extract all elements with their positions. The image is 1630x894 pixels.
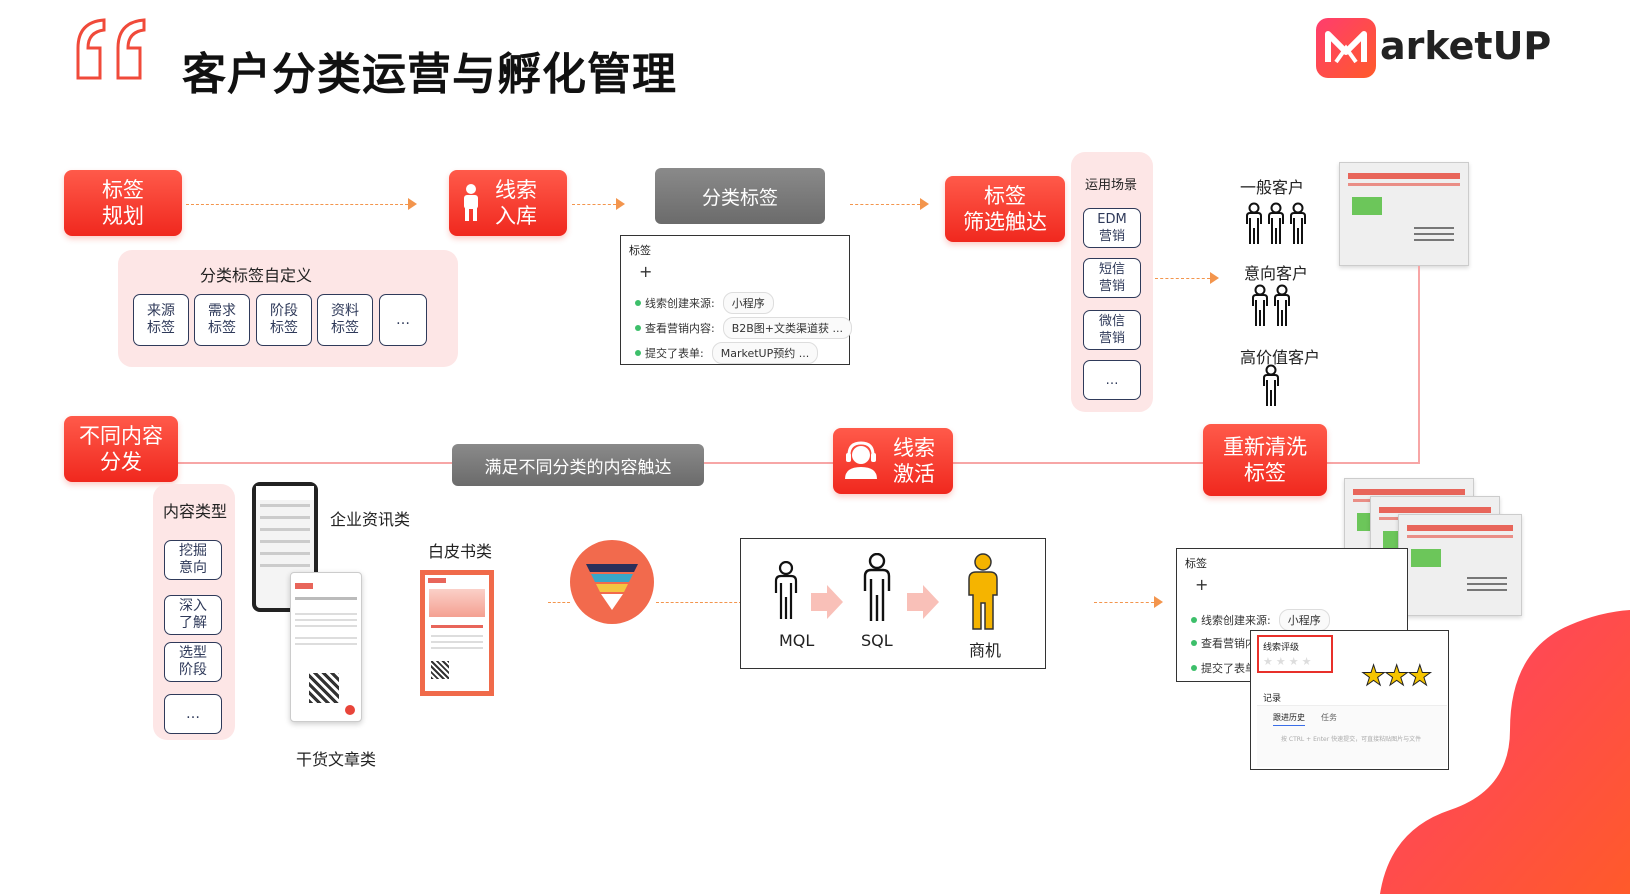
tag-demand[interactable]: 需求 标签 [194, 294, 250, 346]
opportunity-person-icon [968, 553, 998, 630]
tag-card-row: 线索创建来源:小程序 [635, 292, 774, 314]
whitepaper-mock [420, 570, 494, 696]
page-title: 客户分类运营与孵化管理 [182, 49, 677, 100]
pair-people-icon [1250, 284, 1294, 332]
tab-task[interactable]: 任务 [1321, 713, 1337, 722]
support-agent-icon [845, 441, 877, 479]
rating-title: 线索评级 [1263, 643, 1300, 653]
tag-card-row: 提交了表单:MarketUP预约 ... [635, 342, 819, 364]
tag-card-row: 查看营销内容:B2B图+文类渠道获 ... [635, 317, 853, 339]
tab-history[interactable]: 跟进历史 [1273, 712, 1305, 726]
group-people-icon [1244, 202, 1308, 250]
tag-source[interactable]: 来源 标签 [133, 294, 189, 346]
scenario-edm[interactable]: EDM 营销 [1083, 208, 1141, 248]
lead-rating-card: 线索评级 ★★★★ ★★★ 记录 跟进历史 任务 按 CTRL + Enter … [1250, 630, 1449, 770]
add-tag-button[interactable]: + [1195, 575, 1209, 594]
scenario-sms[interactable]: 短信 营销 [1083, 258, 1141, 298]
lead-entry-label: 线索 入库 [495, 178, 537, 228]
lead-activation-label: 线索 激活 [893, 436, 935, 486]
custom-tags-title: 分类标签自定义 [200, 266, 313, 285]
logo-mark-icon [1316, 18, 1376, 78]
tag-material[interactable]: 资料 标签 [317, 294, 373, 346]
opportunity-label: 商机 [969, 641, 1002, 660]
arrow-line [1155, 278, 1210, 279]
connector-line [1418, 266, 1420, 462]
sql-label: SQL [861, 631, 893, 650]
arrow-head-icon [920, 198, 929, 210]
record-hint[interactable]: 按 CTRL + Enter 快速提交，可直接粘贴图片与文件 [1281, 736, 1422, 743]
single-person-icon [1260, 364, 1282, 412]
segment-high-value: 高价值客户 [1240, 348, 1321, 367]
lead-card-row: 提交了表单 [1191, 660, 1256, 676]
lead-entry-button[interactable]: 线索 入库 [449, 170, 567, 236]
funnel-icon [570, 540, 654, 624]
scenarios-title: 运用场景 [1085, 178, 1138, 193]
arrow-line [656, 602, 742, 603]
content-reach-bar: 满足不同分类的内容触达 [452, 444, 704, 486]
marketup-logo: arketUP [1316, 18, 1566, 80]
arrow-head-icon [1210, 272, 1219, 284]
arrow-line [186, 204, 408, 205]
arrow-line [850, 204, 920, 205]
decorative-blob [1370, 610, 1630, 894]
add-tag-button[interactable]: + [639, 262, 653, 281]
stage-box: MQL SQL 商机 [740, 538, 1046, 669]
whitepaper-label: 白皮书类 [428, 542, 493, 561]
content-type-deep[interactable]: 深入 了解 [164, 595, 222, 635]
arrow-head-icon [1154, 596, 1163, 608]
web-page-mock [1398, 514, 1522, 616]
content-type-explore[interactable]: 挖掘 意向 [164, 540, 222, 580]
records-label: 记录 [1263, 694, 1282, 704]
tag-card-title: 标签 [629, 244, 651, 257]
segment-intent: 意向客户 [1244, 264, 1309, 283]
retag-button[interactable]: 重新清洗 标签 [1203, 424, 1327, 496]
quote-mark-icon [70, 12, 154, 82]
empty-stars-icon: ★★★★ [1263, 655, 1315, 668]
web-page-mock [1339, 162, 1469, 266]
lead-card-title: 标签 [1185, 557, 1207, 570]
content-distribution-button[interactable]: 不同内容 分发 [64, 416, 178, 482]
content-type-more[interactable]: … [164, 694, 222, 734]
category-tag-button[interactable]: 分类标签 [655, 168, 825, 224]
arrow-line [1094, 602, 1154, 603]
lead-card-row: 线索创建来源:小程序 [1191, 609, 1330, 631]
arrow-line [572, 204, 616, 205]
arrow-line [548, 602, 570, 603]
tag-filter-button[interactable]: 标签 筛选触达 [945, 176, 1065, 242]
chevron-right-icon [811, 585, 843, 619]
tag-planning-button[interactable]: 标签 规划 [64, 170, 182, 236]
scenario-more[interactable]: … [1083, 360, 1141, 400]
article-mock [290, 572, 362, 722]
arrow-head-icon [408, 198, 417, 210]
articles-label: 干货文章类 [296, 750, 377, 769]
scenario-wechat[interactable]: 微信 营销 [1083, 310, 1141, 350]
tag-card: 标签 + 线索创建来源:小程序 查看营销内容:B2B图+文类渠道获 ... 提交… [620, 235, 853, 365]
connector-line [170, 462, 1420, 464]
mql-label: MQL [779, 631, 815, 650]
arrow-head-icon [616, 198, 625, 210]
lead-activation-button[interactable]: 线索 激活 [833, 428, 953, 494]
person-icon [464, 184, 478, 221]
tag-more[interactable]: … [379, 294, 427, 346]
chevron-right-icon [907, 585, 939, 619]
lead-card-row: 查看营销内 [1191, 635, 1256, 651]
mql-person-icon [774, 561, 798, 619]
records-panel: 跟进历史 任务 按 CTRL + Enter 快速提交，可直接粘贴图片与文件 [1257, 705, 1447, 767]
segment-general: 一般客户 [1240, 178, 1305, 197]
logo-text: arketUP [1380, 24, 1552, 68]
content-type-selection[interactable]: 选型 阶段 [164, 642, 222, 682]
content-types-title: 内容类型 [163, 502, 228, 521]
news-label: 企业资讯类 [330, 510, 411, 529]
sql-person-icon [863, 553, 891, 621]
star-rating-icon: ★★★ [1360, 659, 1432, 693]
tag-stage[interactable]: 阶段 标签 [256, 294, 312, 346]
rating-box[interactable]: 线索评级 ★★★★ [1257, 635, 1333, 673]
